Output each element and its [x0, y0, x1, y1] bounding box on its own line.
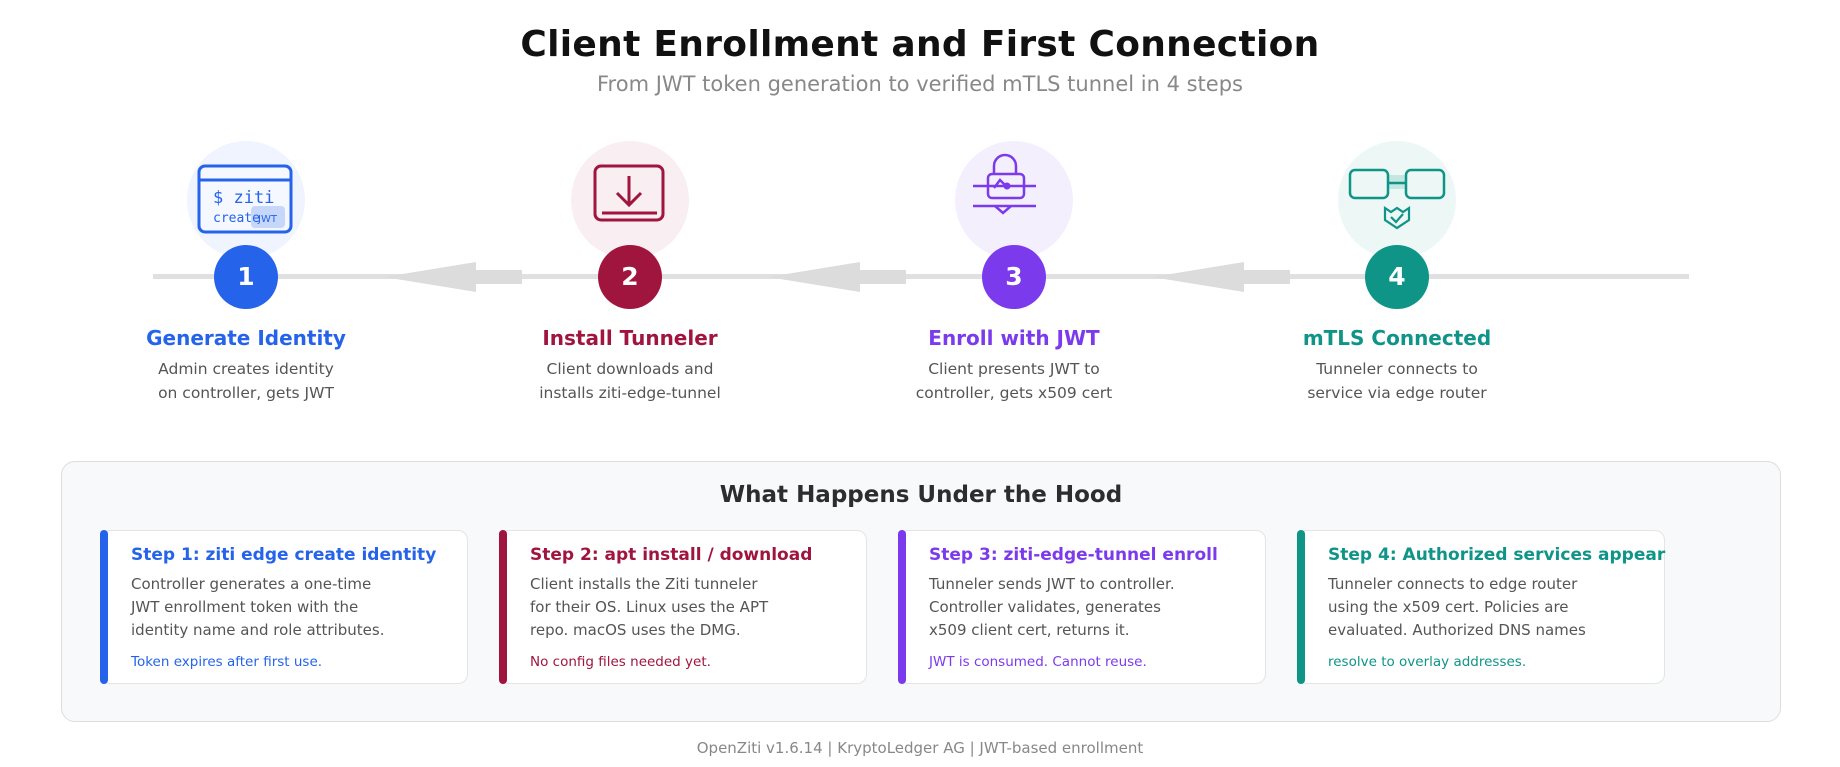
step-description: Admin creates identity on controller, ge… [96, 357, 396, 405]
svg-text:$ ziti: $ ziti [213, 188, 274, 208]
step-description: Client downloads and installs ziti-edge-… [480, 357, 780, 405]
step-number-badge: 3 [982, 245, 1046, 309]
arrow-left-icon [768, 262, 906, 292]
card-accent-bar [99, 529, 108, 684]
arrow-left-icon [1152, 262, 1290, 292]
step-number-badge: 2 [598, 245, 662, 309]
timeline-line [153, 274, 1689, 279]
under-the-hood-panel: What Happens Under the Hood Step 1: ziti… [61, 461, 1781, 722]
detail-card-step-2: Step 2: apt install / download Client in… [498, 529, 867, 684]
step-description: Tunneler connects to service via edge ro… [1247, 357, 1547, 405]
step-description-line: controller, gets x509 cert [915, 384, 1113, 402]
step-number-badge: 1 [214, 245, 278, 309]
step-description-line: installs ziti-edge-tunnel [539, 384, 721, 402]
card-note: JWT is consumed. Cannot reuse. [929, 654, 1147, 670]
svg-text:create: create [213, 211, 260, 226]
step-title: Generate Identity [146, 326, 346, 350]
card-note: Token expires after first use. [131, 654, 323, 670]
footer-caption: OpenZiti v1.6.14 | KryptoLedger AG | JWT… [696, 739, 1144, 757]
connected-shield-icon [1348, 168, 1446, 230]
card-body: Tunneler connects to edge router using t… [1328, 575, 1586, 639]
step-title: Install Tunneler [542, 326, 718, 350]
step-title: mTLS Connected [1302, 326, 1492, 350]
detail-card-step-4: Step 4: Authorized services appear Tunne… [1296, 529, 1666, 684]
card-accent-bar [1296, 529, 1305, 684]
card-title: Step 2: apt install / download [530, 545, 813, 565]
step-description-line: Client downloads and [546, 360, 714, 378]
panel-title: What Happens Under the Hood [719, 482, 1123, 508]
step-description: Client presents JWT to controller, gets … [864, 357, 1164, 405]
step-description-line: Admin creates identity [158, 360, 334, 378]
step-description-line: on controller, gets JWT [158, 384, 334, 402]
card-body: Client installs the Ziti tunneler for th… [530, 575, 769, 639]
card-body: Controller generates a one-time JWT enro… [131, 575, 385, 639]
detail-card-step-1: Step 1: ziti edge create identity Contro… [99, 529, 468, 684]
card-title: Step 4: Authorized services appear [1328, 545, 1666, 565]
page-subtitle: From JWT token generation to verified mT… [597, 72, 1243, 96]
card-title: Step 3: ziti-edge-tunnel enroll [929, 545, 1218, 565]
step-title: Enroll with JWT [928, 326, 1100, 350]
terminal-icon: $ ziti create JWT [197, 164, 293, 234]
card-note: No config files needed yet. [530, 654, 711, 670]
icon-background [1338, 141, 1456, 259]
page-title: Client Enrollment and First Connection [520, 24, 1320, 65]
step-description-line: Client presents JWT to [928, 360, 1100, 378]
card-title: Step 1: ziti edge create identity [131, 545, 437, 565]
svg-text:JWT: JWT [257, 214, 278, 225]
step-description-line: service via edge router [1307, 384, 1487, 402]
step-description-line: Tunneler connects to [1316, 360, 1478, 378]
step-number-badge: 4 [1365, 245, 1429, 309]
card-accent-bar [498, 529, 507, 684]
card-accent-bar [897, 529, 906, 684]
lock-icon [973, 153, 1036, 215]
arrow-left-icon [384, 262, 522, 292]
detail-card-step-3: Step 3: ziti-edge-tunnel enroll Tunneler… [897, 529, 1266, 684]
card-body: Tunneler sends JWT to controller. Contro… [929, 575, 1175, 639]
card-note: resolve to overlay addresses. [1328, 654, 1527, 670]
download-icon [593, 164, 665, 222]
